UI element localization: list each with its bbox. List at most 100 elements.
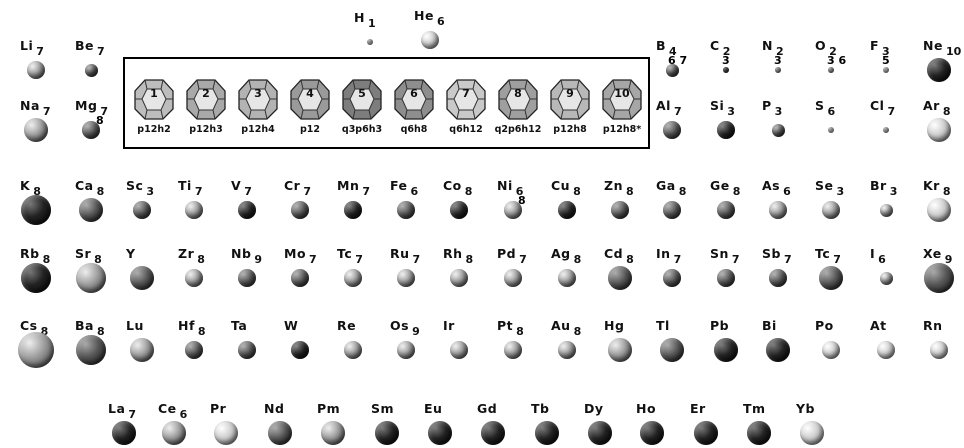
coordination-number-alt: 6 7 — [668, 54, 688, 67]
coordination-number-alt: 8 — [518, 194, 526, 207]
atom-sphere — [428, 421, 452, 445]
element-symbol-text: Ga — [656, 178, 676, 193]
element-symbol-text: Tc — [337, 246, 353, 261]
element-symbol: Po — [815, 319, 834, 332]
atom-sphere — [238, 341, 256, 359]
element-symbol-text: F — [870, 38, 880, 53]
atom-sphere — [723, 67, 729, 73]
element-symbol-text: Na — [20, 98, 40, 113]
element-symbol-text: Li — [20, 38, 34, 53]
polyhedron-9: 9 — [549, 76, 591, 122]
element-symbol: Pb — [710, 319, 729, 332]
element-symbol-text: Xe — [923, 246, 942, 261]
atom-sphere — [397, 341, 415, 359]
element-symbol-text: I — [870, 246, 876, 261]
atom-sphere — [877, 341, 895, 359]
atom-sphere — [450, 269, 468, 287]
element-symbol-text: Hf — [178, 318, 195, 333]
element-symbol-text: H — [354, 10, 365, 25]
polyhedron-label: p12h8* — [602, 124, 642, 135]
element-symbol-text: Ru — [390, 246, 410, 261]
element-symbol-text: Be — [75, 38, 95, 53]
element-symbol-text: Rb — [20, 246, 40, 261]
element-symbol-text: As — [762, 178, 781, 193]
atom-sphere — [663, 121, 681, 139]
coordination-number: 7 — [128, 408, 137, 421]
element-symbol-text: Se — [815, 178, 834, 193]
polyhedron-1: 1 — [133, 76, 175, 122]
coordination-number: 6 — [878, 253, 886, 266]
coordination-number-alt: 3 6 — [827, 54, 847, 67]
atom-sphere — [883, 67, 889, 73]
element-symbol-text: Gd — [477, 401, 498, 416]
atom-sphere — [822, 341, 840, 359]
polyhedron-number: 1 — [150, 87, 158, 100]
atom-sphere — [665, 63, 679, 77]
atom-sphere — [344, 269, 362, 287]
element-symbol: Pr — [210, 402, 226, 415]
atom-sphere — [185, 341, 203, 359]
element-symbol-text: Ba — [75, 318, 94, 333]
coordination-number: 8 — [942, 185, 951, 198]
coordination-number: 8 — [573, 325, 582, 338]
coordination-number: 8 — [96, 325, 105, 338]
coordination-number: 8 — [40, 325, 49, 338]
polyhedron-label: p12h3 — [189, 124, 223, 135]
element-symbol-text: Y — [126, 246, 136, 261]
atom-sphere — [660, 338, 684, 362]
element-symbol-text: Rn — [923, 318, 943, 333]
element-symbol: Ir — [443, 319, 455, 332]
atom-sphere — [79, 198, 103, 222]
element-symbol-text: V — [231, 178, 242, 193]
element-symbol-text: Cd — [604, 246, 624, 261]
element-symbol-text: S — [815, 98, 825, 113]
coordination-number: 8 — [96, 185, 105, 198]
atom-sphere — [927, 58, 951, 82]
atom-sphere — [640, 421, 664, 445]
element-symbol-text: Tb — [531, 401, 550, 416]
element-symbol: Ta — [231, 319, 247, 332]
atom-sphere — [608, 266, 632, 290]
coordination-number: 3 — [889, 185, 898, 198]
coordination-number: 6 — [179, 408, 188, 421]
element-symbol: Yb — [796, 402, 815, 415]
atom-sphere — [535, 421, 559, 445]
element-symbol-text: Rh — [443, 246, 463, 261]
atom-sphere — [21, 195, 51, 225]
polyhedron-number: 5 — [358, 87, 366, 100]
coordination-number: 7 — [355, 253, 363, 266]
element-symbol-text: Cl — [870, 98, 885, 113]
element-symbol: Er — [690, 402, 706, 415]
coordination-number: 7 — [244, 185, 252, 198]
coordination-number: 8 — [516, 325, 524, 338]
element-symbol-text: Dy — [584, 401, 604, 416]
element-symbol-text: Ne — [923, 38, 943, 53]
coordination-number: 9 — [944, 253, 953, 266]
polyhedron-shape — [602, 79, 642, 120]
atom-sphere — [663, 269, 681, 287]
atom-sphere — [162, 421, 186, 445]
coordination-number: 7 — [783, 253, 792, 266]
element-symbol-text: Bi — [762, 318, 777, 333]
